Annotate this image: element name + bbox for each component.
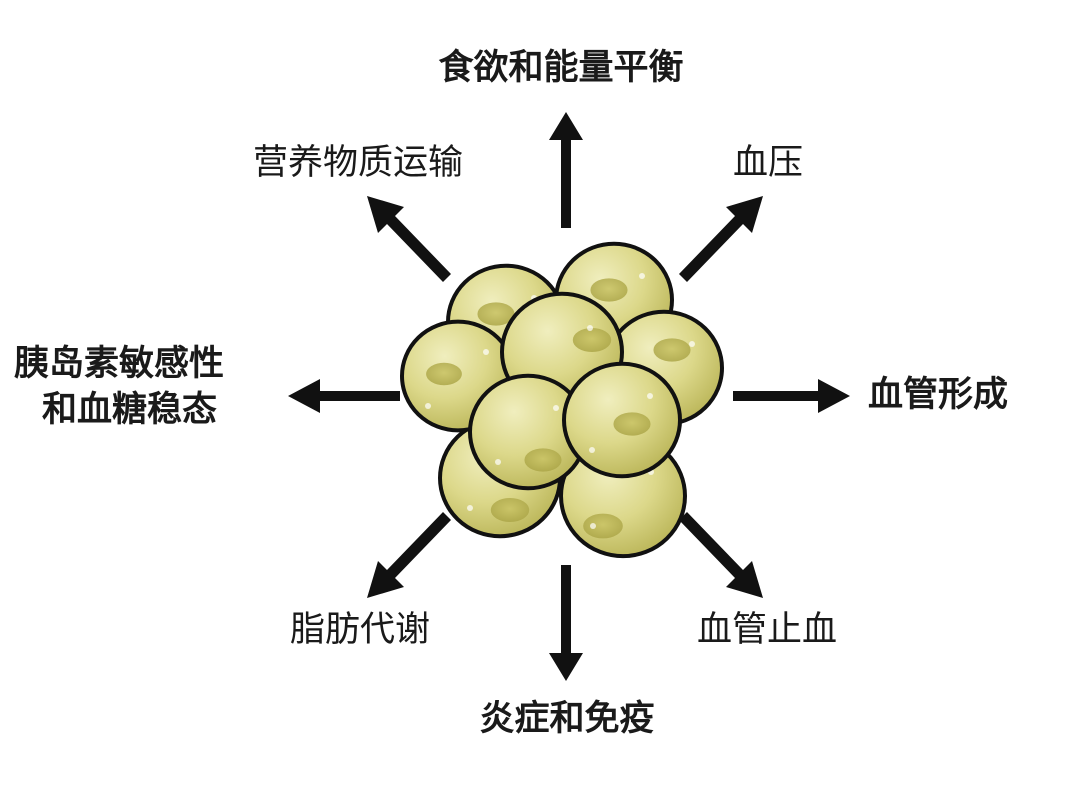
arrow-left [288, 379, 400, 413]
label-inflammation-immunity: 炎症和免疫 [479, 699, 655, 739]
lipid-droplet [483, 349, 489, 355]
arrow-upper-left [367, 196, 451, 282]
label-insulin-sensitivity: 胰岛素敏感性 和血糖稳态 [14, 342, 224, 433]
lipid-droplet [647, 393, 653, 399]
lipid-droplet [553, 405, 559, 411]
label-blood-pressure: 血压 [732, 143, 804, 183]
label-nutrient-transport: 营养物质运输 [252, 143, 464, 183]
lipid-droplet [467, 505, 473, 511]
label-lipid-metabolism: 脂肪代谢 [289, 610, 431, 650]
adipocyte-cluster [400, 241, 724, 559]
nucleus-spot [590, 278, 628, 302]
lipid-droplet [639, 273, 645, 279]
label-insulin-line1: 胰岛素敏感性 [14, 344, 225, 384]
nucleus-spot [490, 498, 530, 522]
lipid-droplet [590, 523, 596, 529]
lipid-droplet [589, 447, 595, 453]
nucleus-spot [477, 302, 515, 326]
lipid-droplet [425, 403, 431, 409]
arrow-upper-right [679, 196, 763, 282]
nucleus-spot [524, 448, 562, 472]
arrow-group [288, 112, 850, 681]
label-appetite-energy-balance: 食欲和能量平衡 [438, 48, 684, 88]
lipid-droplet [495, 459, 501, 465]
label-angiogenesis: 血管形成 [868, 375, 1009, 415]
arrow-down [549, 565, 583, 681]
nucleus-spot [613, 412, 651, 436]
lipid-droplet [587, 325, 593, 331]
nucleus-spot [426, 362, 462, 386]
label-vascular-hemostasis: 血管止血 [696, 610, 838, 650]
arrow-lower-right [679, 512, 763, 598]
nucleus-spot [583, 513, 623, 539]
arrow-right [733, 379, 850, 413]
label-insulin-line2: 和血糖稳态 [42, 389, 218, 430]
arrow-lower-left [367, 512, 451, 598]
lipid-droplet [689, 341, 695, 347]
nucleus-spot [653, 338, 691, 362]
adipocyte-cell [562, 361, 682, 479]
nucleus-spot [572, 328, 612, 352]
arrow-up [549, 112, 583, 228]
